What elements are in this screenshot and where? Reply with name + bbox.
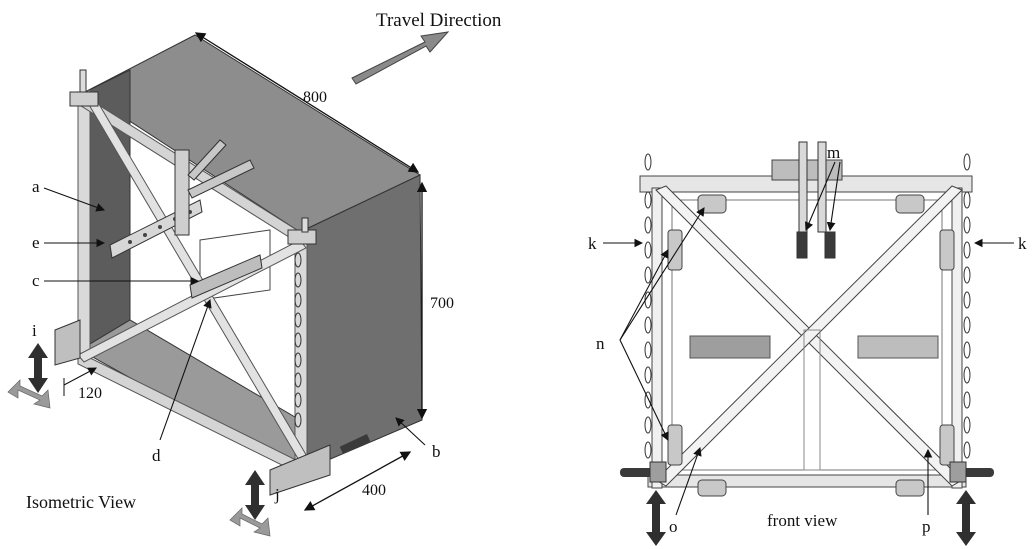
leaders-front <box>603 161 1014 516</box>
label-a: a <box>32 177 40 196</box>
caption-front-view: front view <box>767 511 838 530</box>
top-lug-left <box>79 69 87 93</box>
front-shaft-right <box>960 468 994 477</box>
label-m: m <box>827 143 840 162</box>
left-skid <box>54 319 81 366</box>
dim-label-700: 700 <box>430 295 454 312</box>
chain-right <box>294 252 302 428</box>
label-c: c <box>32 271 40 290</box>
dim-line-120 <box>63 367 97 386</box>
label-p: p <box>922 517 931 536</box>
dim-label-400: 400 <box>362 482 386 499</box>
label-o: o <box>669 517 678 536</box>
front-arrow-left <box>646 490 666 546</box>
front-rollers <box>667 194 955 497</box>
top-lug-right <box>301 217 309 233</box>
label-d: d <box>152 446 161 465</box>
vertical-arrow-i <box>28 343 48 393</box>
top-bracket-left <box>69 91 99 107</box>
center-beam <box>189 254 263 299</box>
front-arrow-right <box>956 490 976 546</box>
diagonal-arrow-j <box>229 507 271 537</box>
front-view: m k k n o p front view <box>588 141 1027 546</box>
vertical-arrow-j <box>245 470 265 520</box>
upright-bar <box>174 149 190 236</box>
front-block-right <box>949 461 967 483</box>
front-cross-braces <box>655 185 963 487</box>
hitch-pins <box>796 141 836 259</box>
dim-label-800: 800 <box>303 89 327 106</box>
label-k-left: k <box>588 234 597 253</box>
isometric-view: Travel Direction 800 700 400 120 a e c i… <box>7 10 502 537</box>
right-shaft <box>339 434 371 454</box>
front-left-post <box>651 187 663 489</box>
label-i: i <box>32 321 37 340</box>
leaders-isometric <box>43 187 426 446</box>
dim-label-120: 120 <box>78 385 102 402</box>
label-j: j <box>274 485 280 504</box>
diagonal-arrow-i <box>7 379 51 409</box>
label-k-right: k <box>1018 234 1027 253</box>
front-block-left <box>649 461 667 483</box>
front-chain-right <box>963 153 971 459</box>
front-plate-right <box>857 335 939 359</box>
dim-line-800 <box>194 32 420 173</box>
front-chain-left <box>644 153 652 459</box>
label-e: e <box>32 233 40 252</box>
travel-direction-arrow <box>351 31 450 85</box>
front-shaft-left <box>620 468 654 477</box>
front-center-post <box>803 329 821 471</box>
label-n: n <box>596 334 605 353</box>
front-plate-left <box>689 335 771 359</box>
title-travel-direction: Travel Direction <box>376 10 502 31</box>
dim-line-400 <box>303 451 412 511</box>
caption-isometric-view: Isometric View <box>26 492 136 512</box>
label-b: b <box>432 442 441 461</box>
